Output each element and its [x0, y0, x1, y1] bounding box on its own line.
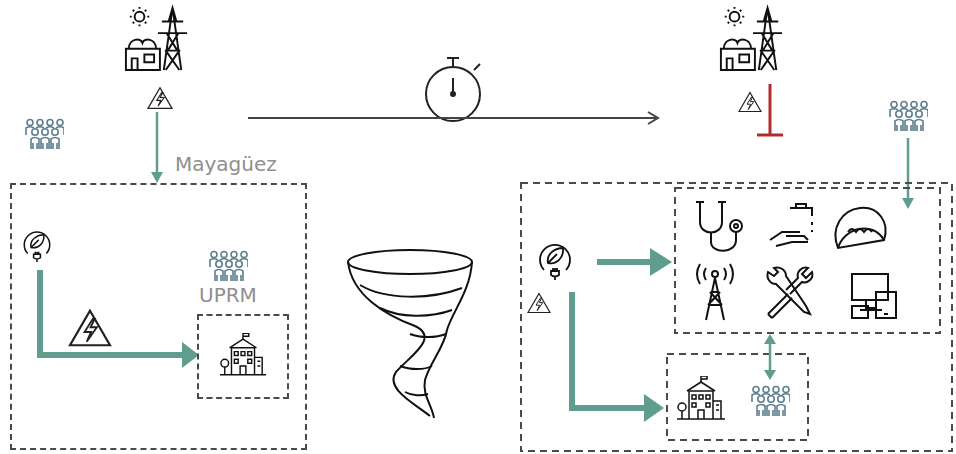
warning-icon: [148, 88, 172, 109]
campus-box: [667, 354, 808, 440]
grid-outage-mark: [757, 84, 783, 135]
hurricane-icon: [348, 250, 472, 418]
services-box: [675, 188, 940, 333]
people-icon: [26, 120, 64, 150]
campus-label: UPRM: [199, 283, 257, 307]
stethoscope-icon: [696, 202, 742, 251]
campus-box: UPRM: [197, 314, 289, 399]
region-label: Mayagüez: [175, 152, 277, 176]
handwashing-icon: [770, 204, 812, 246]
people-icon: [210, 252, 248, 282]
microgrid-icon: [24, 232, 49, 262]
microgrid-icon: [540, 245, 570, 280]
microgrid-power-arrow: [572, 248, 672, 422]
stopwatch-icon: [426, 58, 480, 121]
exchange-arrow: [764, 334, 776, 380]
power-plant-icon: [721, 7, 782, 70]
people-icon: [752, 387, 790, 417]
warning-icon: [528, 294, 550, 313]
computer-icon: [852, 274, 896, 318]
taco-icon: [835, 208, 885, 248]
antenna-tower-icon: [697, 264, 733, 320]
people-icon: [890, 102, 928, 132]
people-arrow: [902, 138, 914, 209]
community-box: [521, 183, 952, 451]
region-box: MayagüezUPRM: [10, 183, 307, 450]
time-arrow: [248, 112, 658, 124]
tools-icon: [767, 267, 812, 318]
warning-icon: [739, 93, 761, 112]
power-plant-icon: [126, 7, 187, 70]
grid-feed-arrow: [151, 112, 163, 183]
campus-building-icon: [677, 376, 725, 419]
campus-building-icon: [220, 333, 266, 374]
microgrid-power-arrow: [40, 270, 199, 368]
warning-icon: [70, 311, 110, 346]
